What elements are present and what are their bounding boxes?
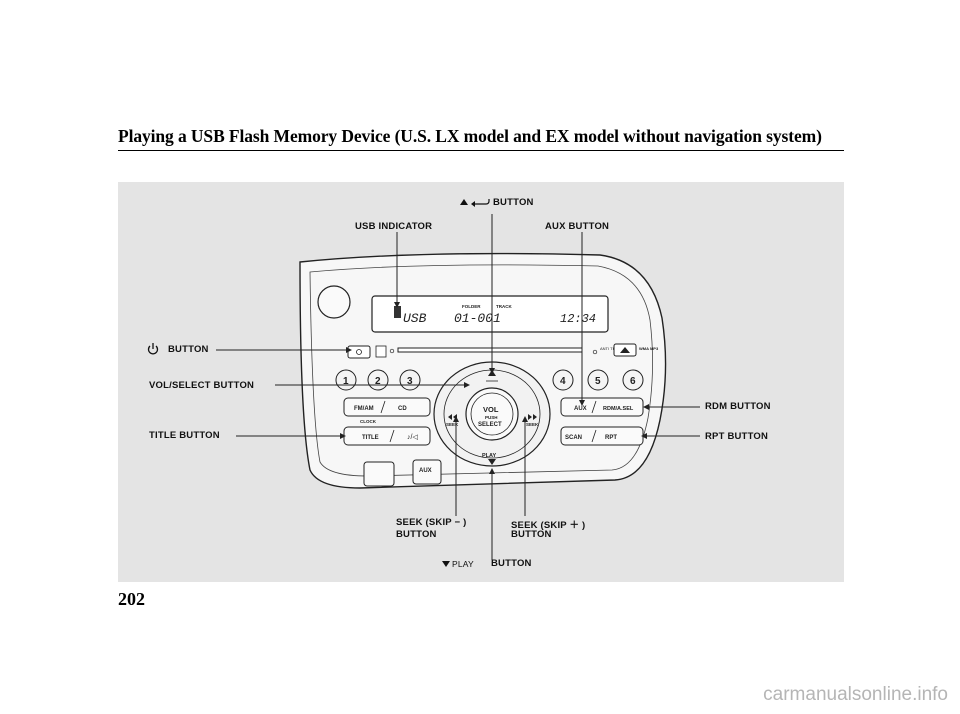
label-play-prefix: PLAY: [452, 559, 474, 569]
preset-3: 3: [407, 376, 413, 387]
preset-4: 4: [560, 376, 566, 387]
bottom-square-button: [363, 461, 395, 487]
down-arrow-icon: [442, 561, 450, 567]
scan-text: SCAN: [565, 435, 582, 441]
page-title: Playing a USB Flash Memory Device (U.S. …: [118, 126, 822, 146]
label-usb-indicator: USB INDICATOR: [355, 221, 433, 232]
select-text: SELECT: [478, 422, 502, 428]
fm-cd-bar: [343, 397, 431, 417]
back-icon: [474, 199, 490, 205]
label-play-button: BUTTON: [491, 558, 532, 569]
seek-text-left: SEEK: [446, 422, 459, 427]
cd-slot: [397, 347, 583, 353]
preset-2: 2: [375, 376, 381, 387]
push-text: PUSH: [485, 415, 498, 420]
label-seek-minus: SEEK (SKIP − ): [396, 517, 467, 528]
label-rpt-button: RPT BUTTON: [705, 431, 769, 442]
preset-6: 6: [630, 376, 636, 387]
page-number: 202: [118, 589, 145, 609]
display-time: 12:34: [560, 312, 596, 326]
anti-theft-text: ANTI THEFT: [600, 346, 624, 351]
power-icon: [147, 343, 159, 355]
svg-text:♪/◁: ♪/◁: [407, 434, 418, 441]
vol-select-knob: [465, 387, 519, 441]
left-knob: [317, 285, 351, 319]
display-window: [371, 295, 609, 333]
label-aux-button: AUX BUTTON: [545, 221, 610, 232]
play-text-radio: PLAY: [482, 453, 496, 459]
label-seek-plus-button: BUTTON: [511, 529, 552, 540]
vol-text: VOL: [483, 405, 499, 414]
preset-1: 1: [343, 376, 349, 387]
display-usb: USB: [403, 311, 427, 326]
usb-port-icon: [375, 345, 387, 358]
aux-text: AUX: [574, 406, 587, 412]
label-rdm-button: RDM BUTTON: [705, 401, 771, 412]
up-arrow-icon: [460, 199, 468, 205]
seek-text-right: SEEK: [526, 422, 539, 427]
rpt-text: RPT: [605, 435, 617, 441]
leader-lines: [216, 214, 700, 560]
display-folder-label: FOLDER: [462, 304, 481, 309]
title-rule: [118, 150, 844, 151]
label-power-button: BUTTON: [168, 344, 209, 355]
preset-5: 5: [595, 376, 601, 387]
usb-indicator-icon: [394, 306, 401, 318]
display-track: 01-001: [454, 311, 501, 326]
wma-text: WMA MP3: [639, 346, 659, 351]
label-top-button: BUTTON: [493, 197, 534, 208]
label-vol-select: VOL/SELECT BUTTON: [149, 380, 255, 391]
rdm-sel-text: RDM/A.SEL: [603, 406, 634, 412]
label-seek-minus-button: BUTTON: [396, 529, 437, 540]
power-button-shape: [347, 345, 371, 359]
cd-text: CD: [398, 406, 407, 412]
leader-arrows: [340, 302, 649, 474]
clock-text: CLOCK: [360, 419, 377, 424]
fm-am-text: FM/AM: [354, 406, 374, 412]
display-track-label: TRACK: [496, 304, 512, 309]
label-seek-plus: SEEK (SKIP ＋ ): [511, 520, 586, 531]
label-title-button: TITLE BUTTON: [149, 430, 220, 441]
title-text: TITLE: [362, 435, 379, 441]
preset-buttons-right: [552, 369, 644, 391]
watermark: carmanualsonline.info: [763, 684, 948, 705]
aux-jack-text: AUX: [419, 468, 432, 474]
aux-jack: [412, 459, 442, 485]
